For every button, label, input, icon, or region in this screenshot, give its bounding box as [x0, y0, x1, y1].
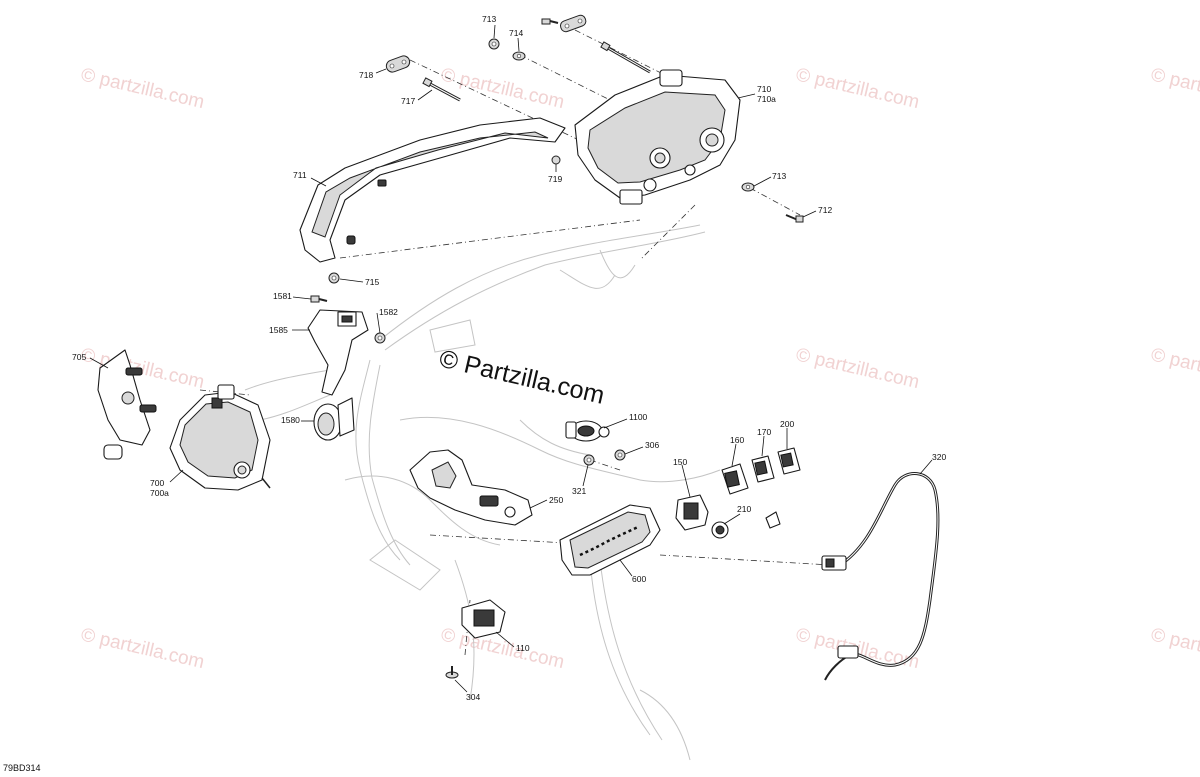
callout-700: 700 — [150, 478, 164, 488]
part-150-switch — [675, 494, 709, 531]
faint-watermark: © partzilla.com — [79, 64, 206, 113]
callout-710: 710 — [757, 84, 771, 94]
part-712-screw — [785, 214, 804, 223]
callout-714: 714 — [509, 28, 523, 38]
callout-1582: 1582 — [379, 307, 398, 317]
faint-watermark: © partzilla.com — [794, 64, 921, 113]
faint-watermark: © partzilla.com — [1149, 624, 1200, 673]
part-long-bolt-top — [600, 41, 651, 74]
part-170-switch-cap — [751, 455, 775, 483]
callout-719: 719 — [548, 174, 562, 184]
callout-713-right: 713 — [772, 171, 786, 181]
callout-labels: 713 714 718 717 710 710a 711 719 713 712… — [72, 14, 946, 702]
part-714-washer — [512, 51, 526, 61]
callout-1585: 1585 — [269, 325, 288, 335]
callout-200: 200 — [780, 419, 794, 429]
callout-150: 150 — [673, 457, 687, 467]
part-321-nut — [583, 454, 595, 466]
part-200-switch-cap — [777, 447, 801, 475]
part-306-nut — [614, 449, 626, 461]
part-719-nut — [551, 155, 561, 165]
part-1585-bracket — [307, 309, 369, 396]
faint-watermark: © partzilla.com — [439, 64, 566, 113]
part-705-light-lens — [97, 349, 157, 460]
diagram-code: 79BD314 — [3, 763, 41, 773]
faint-watermark: © partzilla.com — [794, 344, 921, 393]
callout-250: 250 — [549, 495, 563, 505]
callout-705: 705 — [72, 352, 86, 362]
faint-watermark: © partzilla.com — [79, 624, 206, 673]
callout-321: 321 — [572, 486, 586, 496]
faint-watermark: © partzilla.com — [439, 624, 566, 673]
callout-320: 320 — [932, 452, 946, 462]
callout-715: 715 — [365, 277, 379, 287]
callout-710a: 710a — [757, 94, 776, 104]
part-304-screw — [445, 666, 459, 679]
callout-170: 170 — [757, 427, 771, 437]
callout-712: 712 — [818, 205, 832, 215]
callout-1100: 1100 — [629, 412, 648, 422]
part-700-headlight — [169, 384, 271, 491]
part-bracket-clip-top — [559, 14, 587, 33]
main-watermark: © Partzilla.com — [437, 345, 607, 410]
part-320-wire-harness — [821, 472, 940, 681]
callout-713-top: 713 — [482, 14, 496, 24]
part-1580-horn — [313, 397, 355, 441]
part-713-washer-right — [741, 182, 755, 192]
callout-600: 600 — [632, 574, 646, 584]
callout-717: 717 — [401, 96, 415, 106]
part-711-trim-arm — [299, 117, 566, 263]
callout-711: 711 — [293, 170, 307, 180]
callout-718: 718 — [359, 70, 373, 80]
part-210-switch-nut — [711, 511, 781, 539]
callout-160: 160 — [730, 435, 744, 445]
part-1581-screw — [310, 295, 328, 303]
faint-watermark: © partzilla.com — [1149, 64, 1200, 113]
callout-1580: 1580 — [281, 415, 300, 425]
leader-lines — [89, 24, 933, 693]
callout-700a: 700a — [150, 488, 169, 498]
ghost-wiring-harness — [244, 224, 721, 761]
part-717-bolt — [422, 77, 461, 102]
part-1582-nut — [374, 332, 386, 344]
part-710-headlight-housing — [574, 69, 741, 205]
callout-210: 210 — [737, 504, 751, 514]
callout-304: 304 — [466, 692, 480, 702]
part-110-switch — [461, 599, 506, 639]
part-600-display-gauge — [559, 504, 661, 576]
alignment-lines — [199, 29, 831, 656]
part-718-grommet — [385, 55, 411, 73]
faint-watermark: © partzilla.com — [1149, 344, 1200, 393]
part-160-switch-cap — [721, 463, 749, 495]
part-713-nut-top — [488, 38, 500, 50]
part-small-screw-top — [541, 18, 559, 25]
part-715-nut — [328, 272, 340, 284]
callout-110: 110 — [516, 643, 530, 653]
callout-1581: 1581 — [273, 291, 292, 301]
part-250-bracket — [409, 449, 533, 526]
part-1100-ignition-switch — [565, 420, 610, 442]
callout-306: 306 — [645, 440, 659, 450]
